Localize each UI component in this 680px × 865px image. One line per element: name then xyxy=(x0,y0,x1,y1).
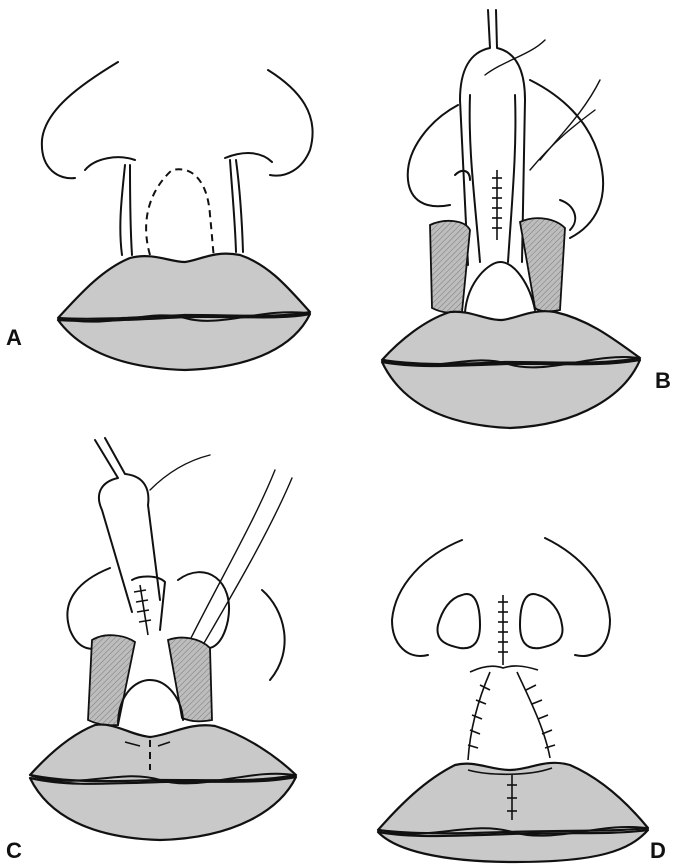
upper-lip xyxy=(58,254,310,319)
panel-d xyxy=(378,538,648,862)
philtrum-window xyxy=(465,262,535,312)
forceps-inner-left xyxy=(470,95,480,262)
nasal-sill-suture xyxy=(470,666,538,672)
right-philtral-suture xyxy=(517,672,550,758)
nose-right-outline xyxy=(178,572,229,648)
panel-b xyxy=(382,10,640,428)
forceps-inner-right xyxy=(508,95,515,262)
left-philtral-line-2 xyxy=(130,165,132,255)
panel-label-c: C xyxy=(6,838,22,863)
suture-thread-right-2 xyxy=(530,110,595,170)
right-nostril xyxy=(520,594,563,648)
philtrum-window xyxy=(118,680,183,725)
left-hatched-flap xyxy=(88,635,135,725)
right-ala-outline xyxy=(268,70,313,176)
panel-c xyxy=(30,438,296,840)
left-philtral-line xyxy=(120,165,125,255)
left-ala-outline xyxy=(42,62,118,178)
panel-label-d: D xyxy=(650,838,666,863)
right-hatched-flap xyxy=(168,638,212,722)
upper-lip xyxy=(30,725,296,782)
nose-left-outline xyxy=(392,540,462,656)
panel-label-a: A xyxy=(6,325,22,350)
nose-left-outline xyxy=(408,105,458,206)
upper-lip xyxy=(382,311,640,364)
forceps-left-arm xyxy=(95,440,132,612)
panel-label-b: B xyxy=(655,368,671,393)
lower-lip xyxy=(382,360,640,428)
suture-thread-right-2 xyxy=(200,478,292,650)
suture-thread-top xyxy=(150,455,210,490)
nose-right-outline xyxy=(545,538,610,656)
left-nostril xyxy=(437,594,480,648)
columella-flap xyxy=(132,576,165,630)
suture-thread-top xyxy=(485,40,545,75)
cheek-outline xyxy=(262,590,285,680)
panel-a xyxy=(42,62,313,370)
lower-lip xyxy=(378,830,648,862)
flap-stitches xyxy=(134,590,151,622)
incision-flap-dashed xyxy=(146,169,214,258)
right-hatched-flap xyxy=(520,218,565,311)
left-nostril xyxy=(455,171,470,180)
left-hatched-flap xyxy=(430,221,470,313)
right-nostril-rim xyxy=(225,153,272,162)
suture-thread-right-1 xyxy=(190,470,275,640)
right-philtral-line xyxy=(230,160,236,252)
right-philtral-line-2 xyxy=(236,160,243,252)
lower-lip xyxy=(30,777,296,840)
left-nostril-rim xyxy=(85,157,135,170)
